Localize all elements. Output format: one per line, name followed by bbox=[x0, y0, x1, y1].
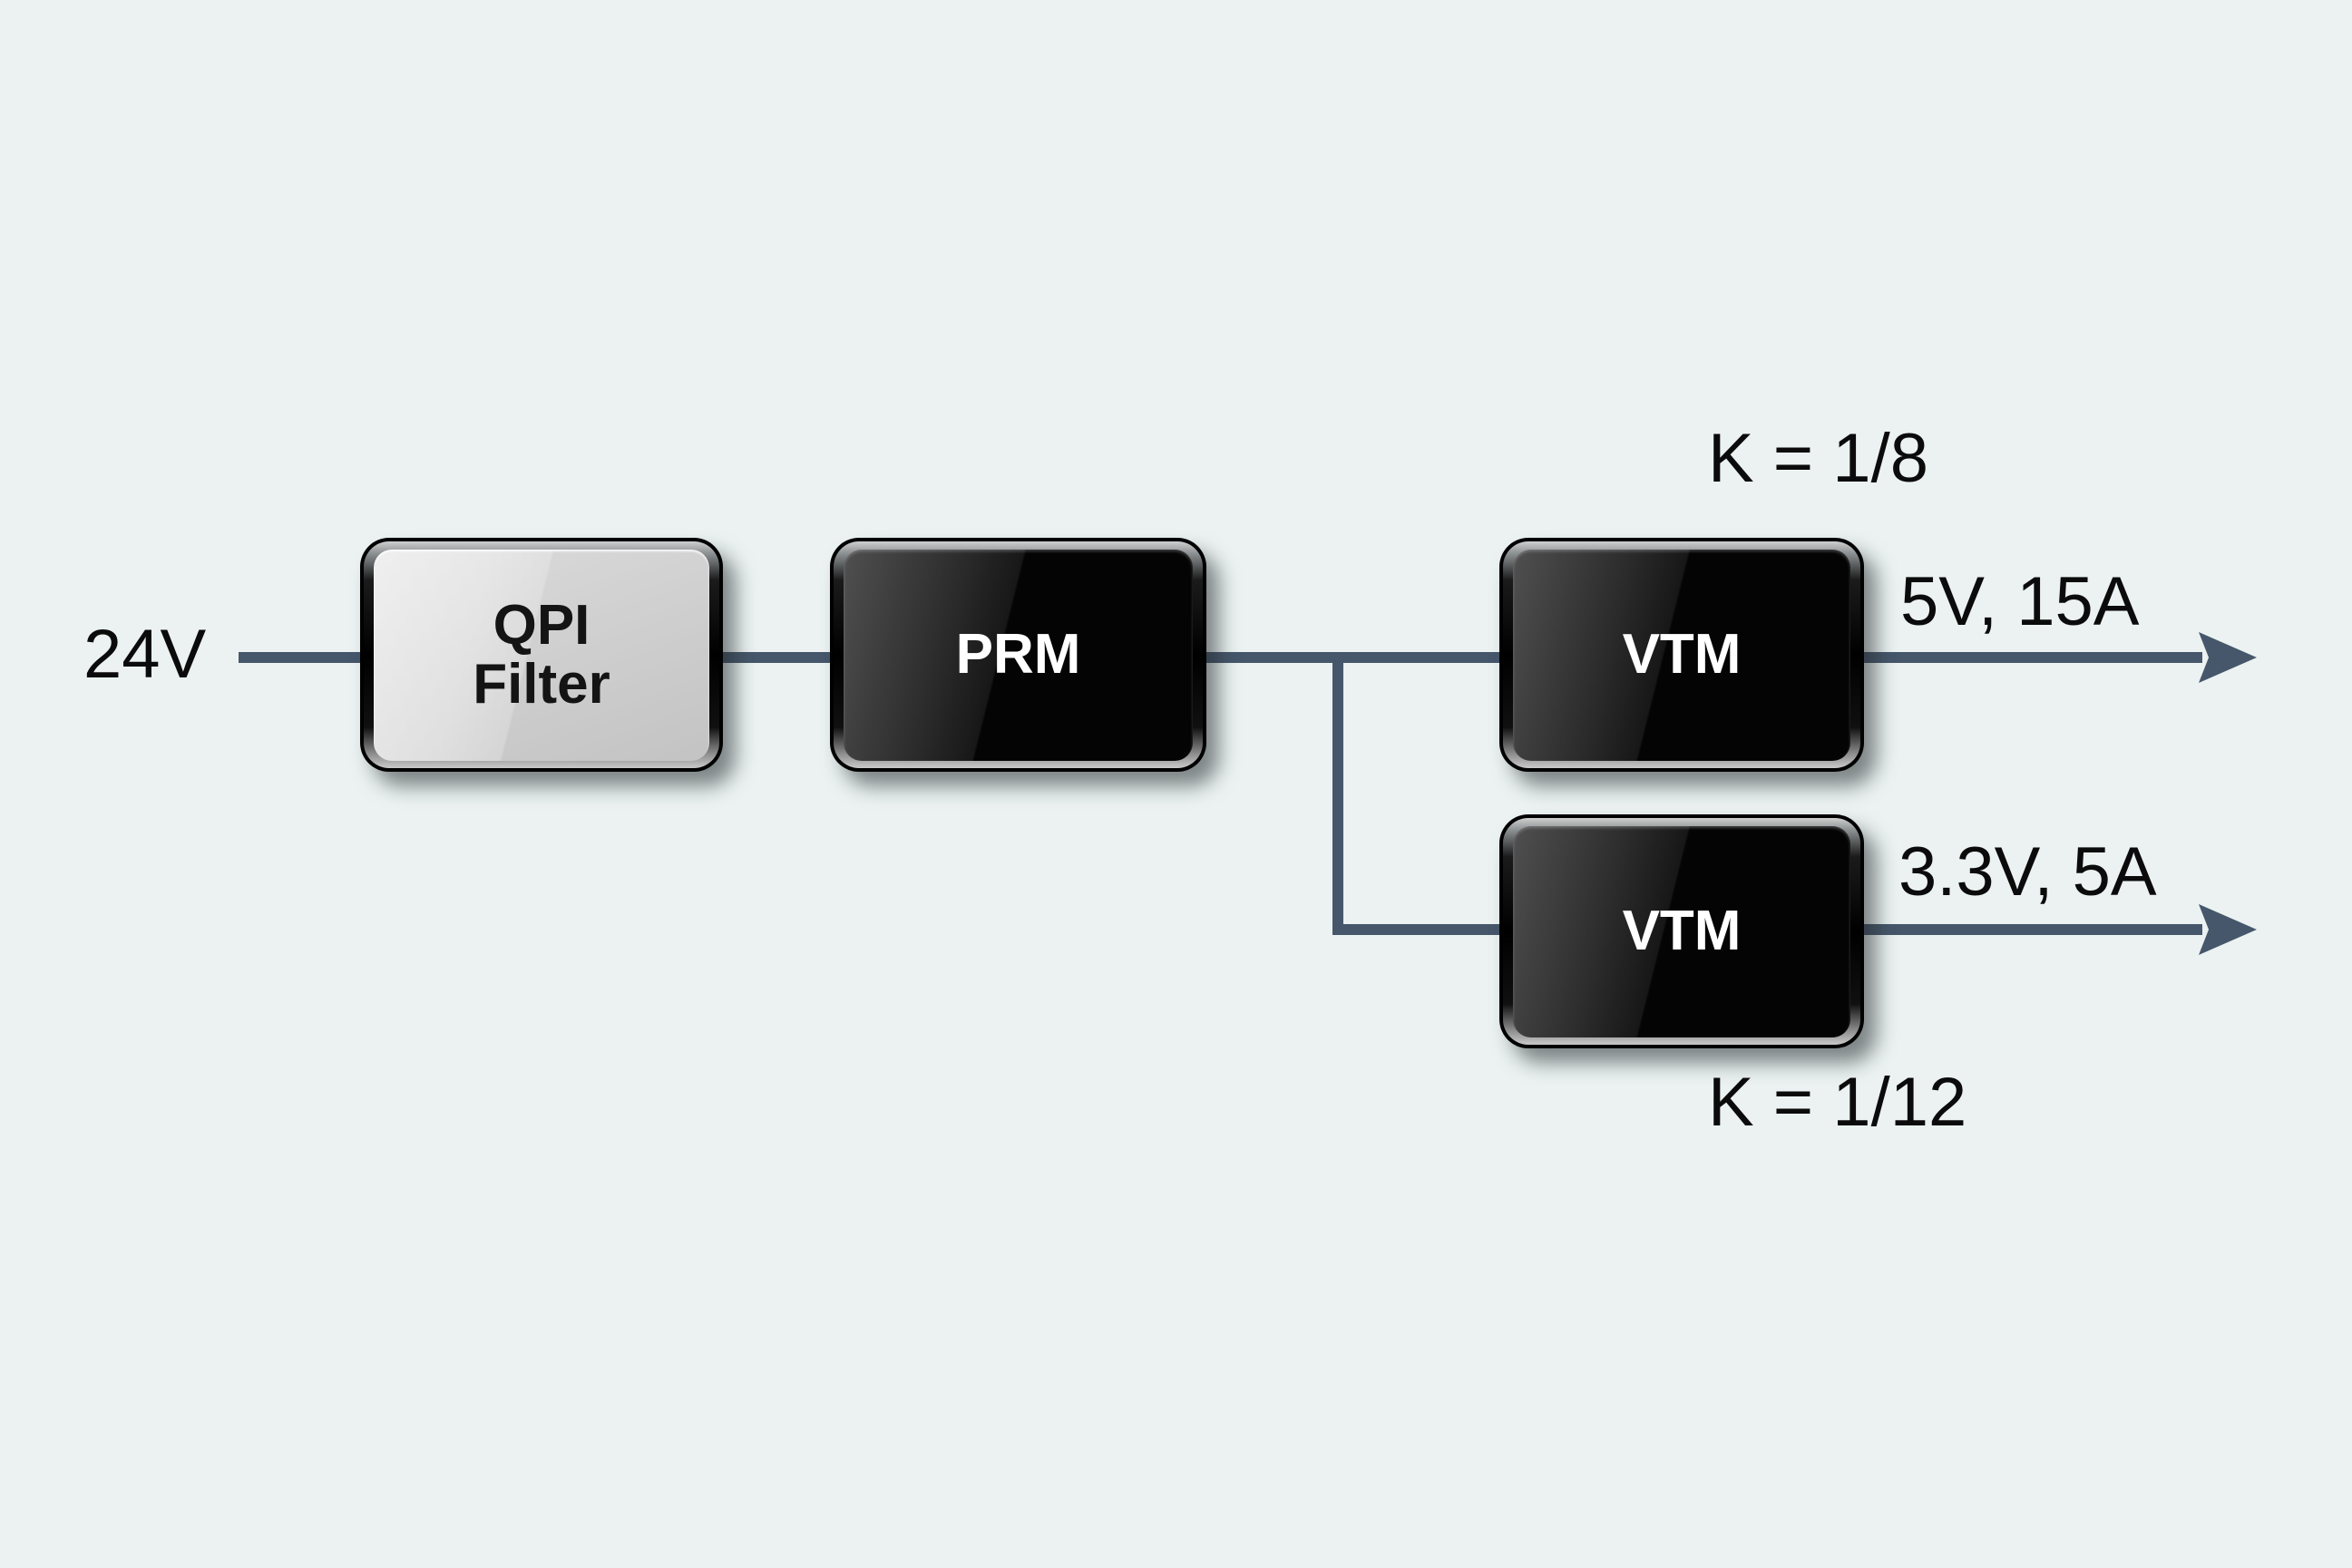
prm-block: PRM bbox=[830, 538, 1206, 772]
qpi-filter-label-line1: QPI bbox=[493, 594, 590, 657]
arrow-right-bottom-icon bbox=[2199, 904, 2257, 955]
vtm-top-bezel: VTM bbox=[1503, 541, 1860, 768]
arrow-right-top-icon bbox=[2199, 632, 2257, 683]
vtm-bottom-label: VTM bbox=[1622, 900, 1742, 963]
connector-output-bottom bbox=[1858, 924, 2202, 935]
vtm-bottom-bezel: VTM bbox=[1503, 818, 1860, 1045]
vtm-bottom-output-label: 3.3V, 5A bbox=[1898, 833, 2157, 911]
vtm-bottom-k-ratio-label: K = 1/12 bbox=[1708, 1064, 1967, 1141]
qpi-filter-label-line2: Filter bbox=[473, 652, 610, 716]
vtm-bottom-block: VTM bbox=[1499, 814, 1864, 1048]
prm-bezel: PRM bbox=[834, 541, 1203, 768]
prm-label: PRM bbox=[955, 623, 1081, 687]
qpi-filter-panel: QPI Filter bbox=[374, 550, 709, 761]
vtm-top-panel: VTM bbox=[1513, 550, 1850, 761]
vtm-top-label: VTM bbox=[1622, 623, 1742, 687]
prm-panel: PRM bbox=[844, 550, 1193, 761]
input-voltage-label: 24V bbox=[83, 616, 207, 693]
vtm-top-k-ratio-label: K = 1/8 bbox=[1708, 420, 1928, 497]
qpi-filter-bezel: QPI Filter bbox=[364, 541, 719, 768]
connector-branch-vertical bbox=[1332, 652, 1343, 935]
vtm-bottom-panel: VTM bbox=[1513, 826, 1850, 1037]
vtm-top-output-label: 5V, 15A bbox=[1900, 563, 2140, 640]
connector-branch-horizontal bbox=[1332, 924, 1507, 935]
qpi-filter-block: QPI Filter bbox=[360, 538, 723, 772]
connector-output-top bbox=[1858, 652, 2202, 663]
vtm-top-block: VTM bbox=[1499, 538, 1864, 772]
